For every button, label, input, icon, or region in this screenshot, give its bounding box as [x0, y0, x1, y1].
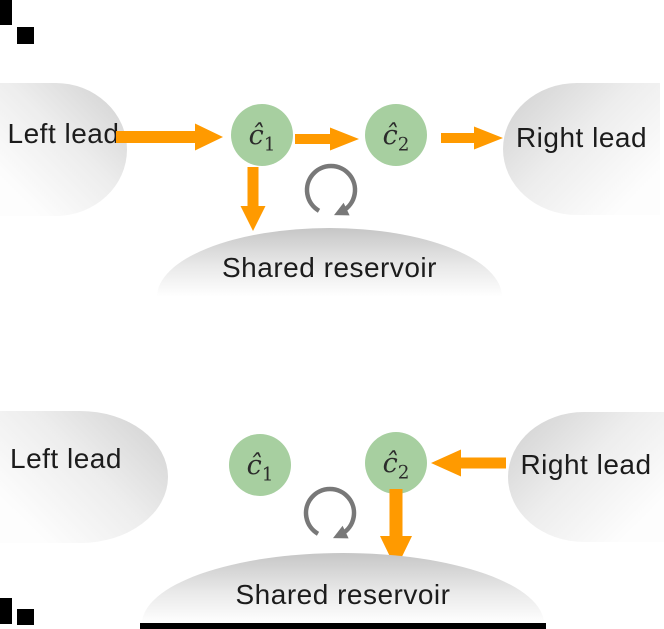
- bottom-site2-circle: ĉ2: [365, 432, 427, 494]
- clipped-ink-artifact-top-blob: [17, 27, 34, 44]
- arrow-right-lead-to-site2-icon: [431, 449, 506, 477]
- arrow-site2-to-reservoir-icon: [380, 489, 412, 569]
- clockwise-rotation-icon: [303, 486, 357, 539]
- bottom-left-lead-shape: Left lead: [0, 411, 168, 543]
- arrow-left-lead-to-site1-icon: [116, 123, 223, 151]
- bottom-site1-label: ĉ1: [246, 449, 274, 485]
- top-right-lead-shape: Right lead: [503, 83, 660, 215]
- bottom-right-lead-shape: Right lead: [508, 412, 664, 542]
- bottom-left-lead-label: Left lead: [10, 443, 122, 474]
- arrow-site1-to-reservoir-icon: [240, 167, 266, 231]
- bottom-site1-circle: ĉ1: [229, 434, 291, 496]
- clockwise-rotation-icon: [304, 163, 358, 216]
- top-right-lead-label: Right lead: [515, 122, 648, 153]
- top-left-lead-shape: Left lead: [0, 83, 127, 216]
- clipped-ink-artifact-bottom-blob: [17, 609, 34, 625]
- top-left-lead-label: Left lead: [7, 118, 120, 149]
- bottom-reservoir-shape: Shared reservoir: [142, 553, 544, 624]
- bottom-right-lead-label: Right lead: [520, 449, 652, 480]
- bottom-reservoir-label: Shared reservoir: [235, 579, 451, 610]
- clipped-ink-artifact-top-bar: [0, 0, 12, 25]
- clipped-ink-artifact-bottom-strip: [140, 623, 546, 629]
- clipped-ink-artifact-bottom-bar: [0, 598, 12, 624]
- top-reservoir-label: Shared reservoir: [222, 252, 437, 283]
- top-site1-circle: ĉ1: [231, 104, 293, 166]
- top-reservoir-shape: Shared reservoir: [157, 228, 502, 297]
- top-site2-label: ĉ2: [382, 119, 410, 155]
- top-site1-label: ĉ1: [248, 119, 276, 155]
- top-site2-circle: ĉ2: [365, 104, 427, 166]
- arrow-site1-to-site2-icon: [295, 127, 359, 151]
- bottom-site2-label: ĉ2: [382, 447, 410, 483]
- arrow-site2-to-right-lead-icon: [441, 126, 503, 150]
